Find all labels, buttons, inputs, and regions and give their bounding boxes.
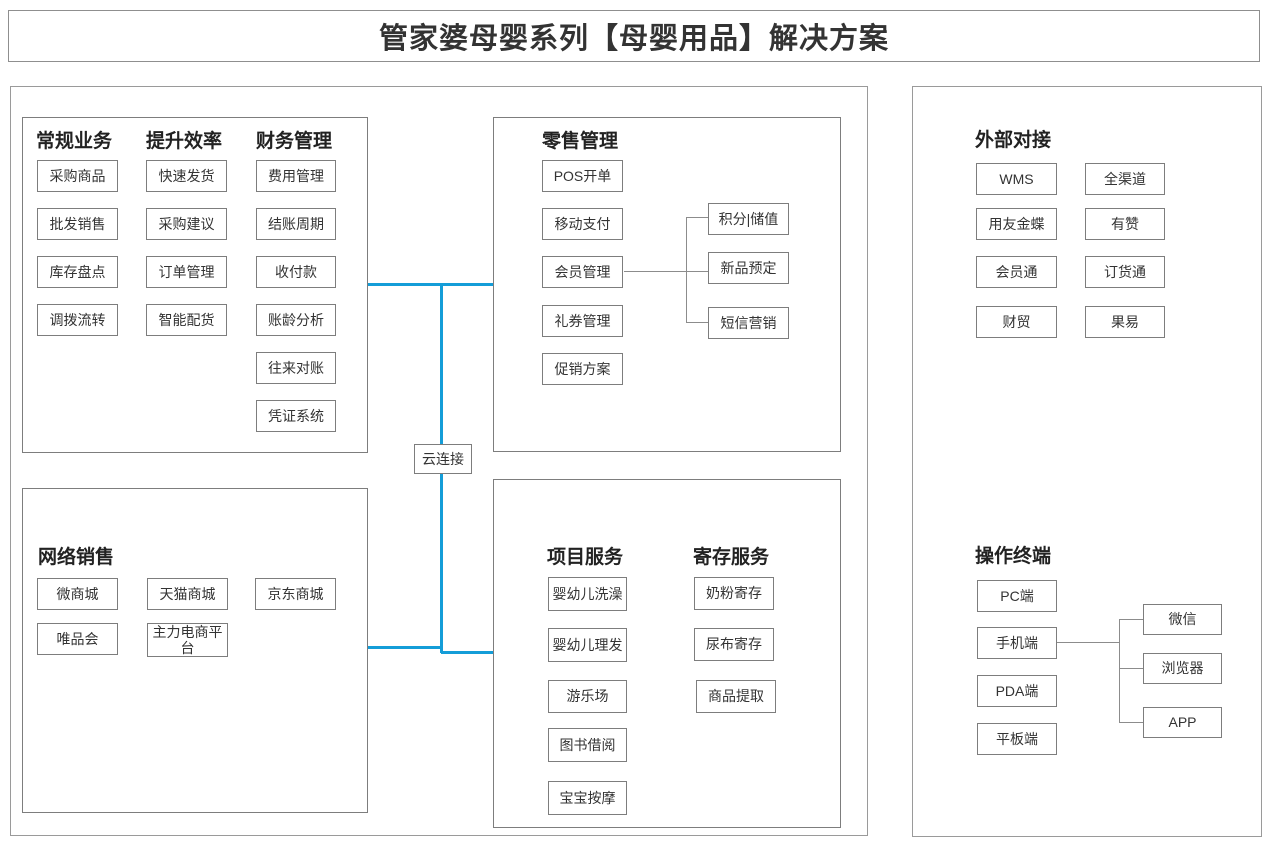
node-fast-shipping: 快速发货: [146, 160, 227, 192]
node-wechat: 微信: [1143, 604, 1222, 635]
node-infant-haircut: 婴幼儿理发: [548, 628, 627, 662]
header-efficiency: 提升效率: [146, 131, 223, 152]
connector-cloud-bottom-right: [441, 651, 493, 654]
node-tmall-store: 天猫商城: [147, 578, 228, 610]
node-tablet-terminal: 平板端: [977, 723, 1057, 755]
connector-cloud-bottom-left: [368, 646, 442, 649]
header-terminals: 操作终端: [975, 546, 1052, 567]
connector-phone-bracket: [1119, 619, 1120, 723]
node-pda-terminal: PDA端: [977, 675, 1057, 707]
node-smart-allocation: 智能配货: [146, 304, 227, 336]
services-group-box: [493, 479, 841, 828]
node-payments: 收付款: [256, 256, 336, 288]
node-order-link: 订货通: [1085, 256, 1165, 288]
header-project-services: 项目服务: [547, 547, 624, 568]
connector-cloud-top: [368, 283, 493, 286]
connector-phone-stub-wechat: [1119, 619, 1143, 620]
node-app: APP: [1143, 707, 1222, 738]
node-guoyi: 果易: [1085, 306, 1165, 338]
node-jd-store: 京东商城: [255, 578, 336, 610]
connector-member-bracket: [686, 217, 687, 323]
node-infant-bathing: 婴幼儿洗澡: [548, 577, 627, 611]
connector-phone-stub-app: [1119, 722, 1143, 723]
node-milk-powder-deposit: 奶粉寄存: [694, 577, 774, 610]
node-youzan: 有赞: [1085, 208, 1165, 240]
node-vipshop: 唯品会: [37, 623, 118, 655]
connector-phone-stub-browser: [1119, 668, 1143, 669]
node-points-stored-value: 积分|储值: [708, 203, 789, 235]
connector-phone-main: [1057, 642, 1120, 643]
node-transfer-flow: 调拨流转: [37, 304, 118, 336]
node-purchase-goods: 采购商品: [37, 160, 118, 192]
node-aging-analysis: 账龄分析: [256, 304, 336, 336]
title-bar: 管家婆母婴系列【母婴用品】解决方案: [8, 10, 1260, 62]
node-settlement-cycle: 结账周期: [256, 208, 336, 240]
node-member-management: 会员管理: [542, 256, 623, 288]
node-wms: WMS: [976, 163, 1057, 195]
node-inventory-count: 库存盘点: [37, 256, 118, 288]
node-promotion-plan: 促销方案: [542, 353, 623, 385]
node-pos-billing: POS开单: [542, 160, 623, 192]
node-sms-marketing: 短信营销: [708, 307, 789, 339]
node-order-management: 订单管理: [146, 256, 227, 288]
header-finance: 财务管理: [256, 131, 333, 152]
node-goods-pickup: 商品提取: [696, 680, 776, 713]
node-mobile-terminal: 手机端: [977, 627, 1057, 659]
connector-member-stub-top: [686, 217, 708, 218]
node-voucher-system: 凭证系统: [256, 400, 336, 432]
header-online-sales: 网络销售: [38, 547, 115, 568]
page-title: 管家婆母婴系列【母婴用品】解决方案: [378, 23, 889, 55]
node-member-link: 会员通: [976, 256, 1057, 288]
node-diaper-deposit: 尿布寄存: [694, 628, 774, 661]
node-omnichannel: 全渠道: [1085, 163, 1165, 195]
node-purchase-advice: 采购建议: [146, 208, 227, 240]
node-browser: 浏览器: [1143, 653, 1222, 684]
node-pc-terminal: PC端: [977, 580, 1057, 612]
node-coupon-management: 礼券管理: [542, 305, 623, 337]
node-caimao: 财贸: [976, 306, 1057, 338]
cloud-connect-node: 云连接: [414, 444, 472, 474]
node-expense-management: 费用管理: [256, 160, 336, 192]
node-book-lending: 图书借阅: [548, 728, 627, 762]
header-external-integration: 外部对接: [975, 130, 1052, 151]
node-playground: 游乐场: [548, 680, 627, 713]
node-yonyou-kingdee: 用友金蝶: [976, 208, 1057, 240]
connector-member-main: [624, 271, 708, 272]
node-account-reconciliation: 往来对账: [256, 352, 336, 384]
connector-member-stub-bottom: [686, 322, 708, 323]
node-wholesale-sales: 批发销售: [37, 208, 118, 240]
node-wechat-mall: 微商城: [37, 578, 118, 610]
node-main-ecommerce-platform: 主力电商平台: [147, 623, 228, 657]
node-mobile-payment: 移动支付: [542, 208, 623, 240]
header-retail: 零售管理: [542, 131, 619, 152]
header-regular-business: 常规业务: [36, 131, 113, 152]
header-deposit-services: 寄存服务: [693, 547, 770, 568]
node-baby-massage: 宝宝按摩: [548, 781, 627, 815]
node-new-product-preorder: 新品预定: [708, 252, 789, 284]
